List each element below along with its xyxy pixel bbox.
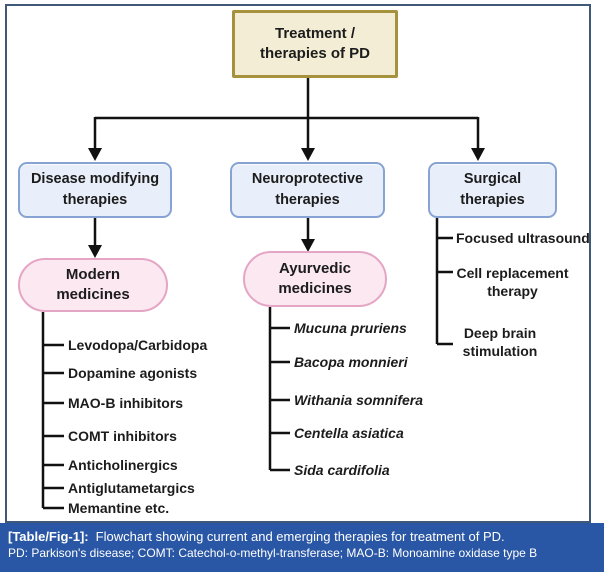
connector-lines [41, 78, 480, 510]
list-item-modern-medicine: MAO-B inhibitors [68, 395, 184, 411]
list-item-surgical-therapy: Cell replacement therapy [456, 265, 569, 299]
root-node-label: Treatment / therapies of PD [259, 24, 371, 62]
sub-node-ayurvedic-medicines: Ayurvedic medicines [243, 251, 387, 307]
list-item-ayurvedic-medicine: Sida cardifolia [294, 462, 390, 478]
branch-node-surgical: Surgical therapies [428, 162, 557, 218]
figure-caption-bar: [Table/Fig-1]: Flowchart showing current … [0, 523, 604, 572]
list-item-modern-medicine: Antiglutametargics [68, 480, 195, 496]
branch-node-label: Surgical therapies [460, 170, 525, 208]
sub-node-modern-medicines: Modern medicines [18, 258, 168, 312]
branch-node-disease-modifying: Disease modifying therapies [18, 162, 172, 218]
caption-footnote: PD: Parkison's disease; COMT: Catechol-o… [8, 546, 538, 560]
sub-node-label: Modern medicines [56, 265, 130, 303]
list-item-modern-medicine: Levodopa/Carbidopa [68, 337, 208, 353]
list-item-ayurvedic-medicine: Bacopa monnieri [294, 354, 408, 370]
list-item-ayurvedic-medicine: Mucuna pruriens [294, 320, 407, 336]
sub-node-label: Ayurvedic medicines [278, 259, 352, 297]
list-item-modern-medicine: COMT inhibitors [68, 428, 177, 444]
root-node-treatment-therapies: Treatment / therapies of PD [232, 10, 398, 78]
figure-number-tag: [Table/Fig-1]: [8, 529, 89, 544]
list-item-ayurvedic-medicine: Centella asiatica [294, 425, 404, 441]
caption-text: Flowchart showing current and emerging t… [95, 529, 505, 544]
list-item-modern-medicine: Memantine etc. [68, 500, 170, 516]
branch-node-neuroprotective: Neuroprotective therapies [230, 162, 385, 218]
list-item-surgical-therapy: Deep brain stimulation [462, 325, 538, 359]
list-item-surgical-therapy: Focused ultrasound [456, 230, 590, 246]
arrowheads [88, 148, 485, 258]
caption-line: [Table/Fig-1]: Flowchart showing current … [8, 528, 596, 545]
branch-node-label: Disease modifying therapies [30, 170, 160, 208]
branch-node-label: Neuroprotective therapies [251, 170, 364, 208]
list-item-ayurvedic-medicine: Withania somnifera [294, 392, 424, 408]
list-item-modern-medicine: Dopamine agonists [68, 365, 198, 381]
list-item-modern-medicine: Anticholinergics [68, 457, 178, 473]
